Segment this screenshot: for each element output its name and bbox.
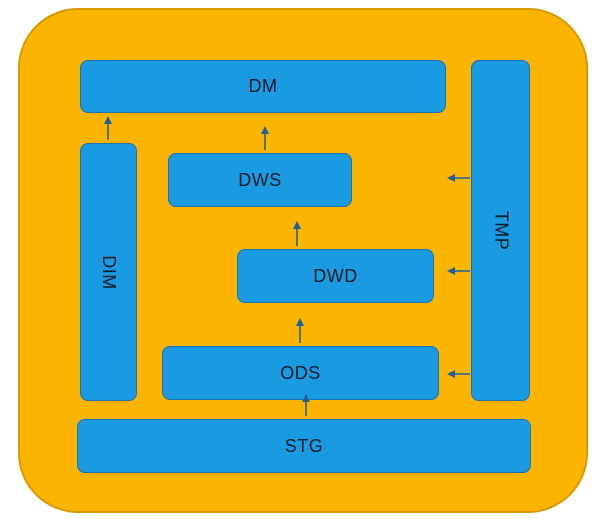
layer-stg-label: STG	[284, 435, 324, 456]
layer-dm-label: DM	[248, 76, 278, 96]
layer-dm: DM	[80, 60, 446, 113]
layer-ods: ODS	[162, 346, 439, 400]
layer-tmp-label: TMP	[491, 210, 511, 251]
layer-dws-label: DWS	[238, 169, 282, 190]
layer-tmp: TMP	[471, 60, 530, 401]
layer-dwd: DWD	[237, 249, 434, 303]
layer-dwd-label: DWD	[313, 265, 358, 286]
layer-dws: DWS	[168, 153, 352, 207]
layer-ods-label: ODS	[280, 362, 321, 383]
layer-dim-label: DIM	[99, 254, 119, 290]
layer-dim: DIM	[80, 143, 137, 401]
layer-stg: STG	[77, 419, 531, 473]
